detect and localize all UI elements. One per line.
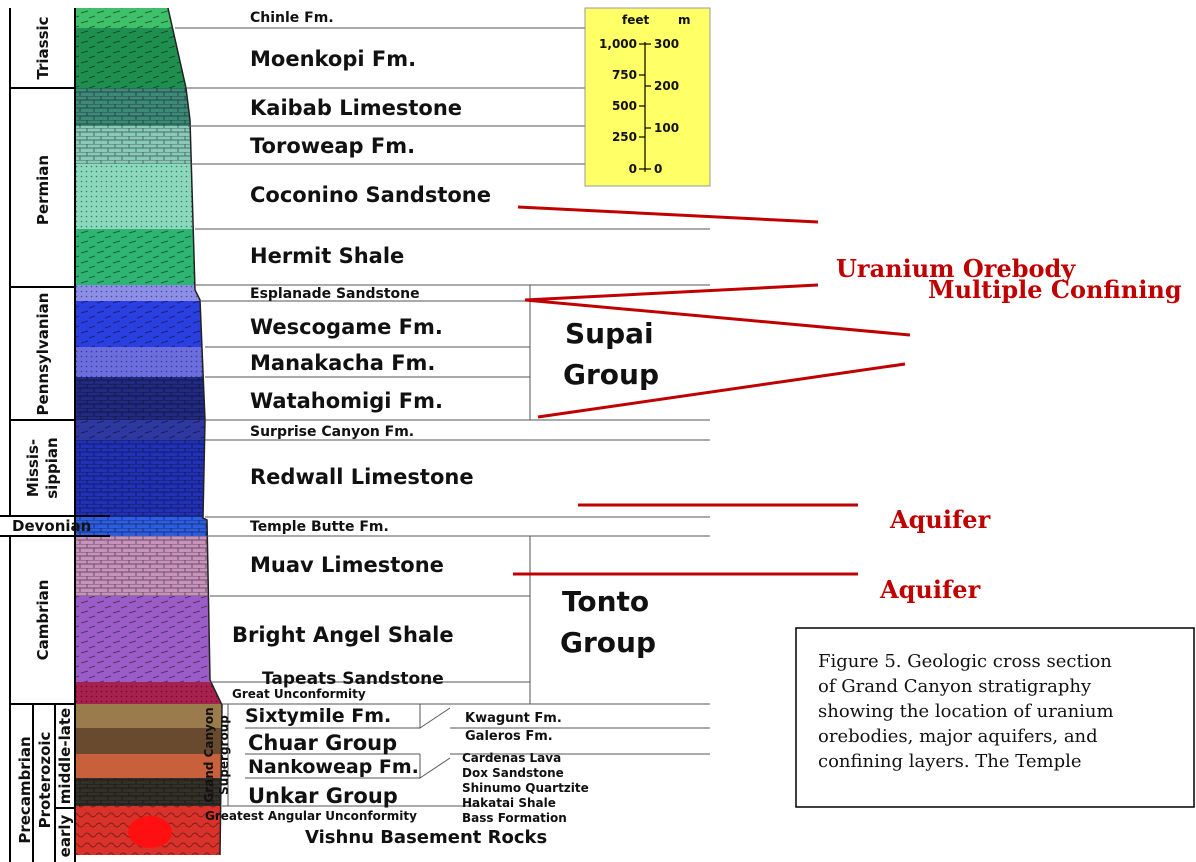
layer-sixtymile [75, 704, 222, 728]
caption-line: orebodies, major aquifers, and [818, 726, 1098, 747]
period-label-mississippian: Missis- [24, 439, 42, 497]
caption-line: of Grand Canyon stratigraphy [818, 676, 1092, 697]
subunit-label-shinumo: Shinumo Quartzite [462, 781, 589, 795]
subunit-label-galeros: Galeros Fm. [465, 729, 553, 744]
formation-boundaries [175, 27, 710, 807]
annotation-aquifer: Aquifer [889, 505, 991, 534]
layer-chuar [75, 728, 222, 754]
caption-line: showing the location of uranium [818, 701, 1114, 722]
formation-label-kaibab: Kaibab Limestone [250, 96, 462, 120]
period-label-middle-late: middle-late [56, 708, 74, 804]
formation-label-moenkopi: Moenkopi Fm. [250, 47, 416, 71]
formation-label-nankoweap: Nankoweap Fm. [248, 756, 419, 778]
caption-line: confining layers. The Temple [818, 751, 1082, 772]
formation-label-unkar: Unkar Group [248, 784, 398, 808]
formation-label-manakacha: Manakacha Fm. [250, 351, 435, 375]
period-label-cambrian: Cambrian [34, 580, 52, 661]
caption-line: Figure 5. Geologic cross section [818, 651, 1112, 672]
period-label-devonian: Devonian [12, 517, 91, 535]
formation-label-sixtymile: Sixtymile Fm. [245, 705, 391, 727]
formation-label-toroweap: Toroweap Fm. [250, 134, 415, 158]
scale-feet-tick: 250 [612, 130, 637, 144]
group-label-tonto: Tonto [562, 585, 649, 618]
formation-label-redwall: Redwall Limestone [250, 465, 474, 489]
formation-label-tapeats: Tapeats Sandstone [262, 669, 444, 689]
formation-label-wescogame: Wescogame Fm. [250, 315, 443, 339]
scale-background [584, 7, 711, 187]
period-label-pennsylvanian: Pennsylvanian [34, 293, 52, 416]
scale-m-label: m [678, 13, 691, 27]
subunit-label-kwagunt: Kwagunt Fm. [465, 711, 562, 726]
scale-m-tick: 200 [654, 79, 679, 93]
scale-feet-tick: 500 [612, 99, 637, 113]
period-label-proterozoic: Proterozoic [36, 732, 54, 829]
group-label-tonto: Group [560, 626, 656, 659]
period-label-triassic: Triassic [34, 16, 52, 79]
scale-m-tick: 0 [654, 162, 662, 176]
annotation-multiple-confining: Multiple Confining [928, 275, 1182, 304]
formation-label-chuar: Chuar Group [248, 731, 397, 755]
annotation-uranium-orebody: Uranium Orebody [836, 254, 1076, 283]
formation-label-watahomigi: Watahomigi Fm. [250, 389, 443, 413]
period-column [0, 8, 110, 862]
annotation-leaders [513, 205, 911, 576]
scale-feet-label: feet [622, 13, 649, 27]
group-label-supai: Group [563, 358, 659, 391]
figure-caption: Figure 5. Geologic cross section of Gran… [795, 627, 1195, 808]
formation-label-chinle: Chinle Fm. [250, 10, 334, 26]
rock-column [75, 8, 222, 855]
formation-label-bright-angel: Bright Angel Shale [232, 623, 454, 647]
formation-label-great-unconformity: Great Unconformity [232, 687, 366, 701]
formation-label-temple-butte: Temple Butte Fm. [250, 519, 389, 535]
formation-label-vishnu: Vishnu Basement Rocks [305, 827, 547, 848]
annotation-aquifer: Aquifer [879, 575, 981, 604]
subunit-label-hakatai: Hakatai Shale [462, 796, 556, 810]
scale-box: feet m 1,000 750 500 250 0 300 200 100 0 [584, 7, 711, 187]
group-label-grand-canyon-supergroup: Grand Canyon [202, 707, 216, 802]
formation-label-hermit: Hermit Shale [250, 244, 404, 268]
layer-nankoweap [75, 754, 222, 778]
period-label-precambrian: Precambrian [16, 736, 34, 843]
formation-label-greatest-unconformity: Greatest Angular Unconformity [205, 809, 417, 823]
period-label-permian: Permian [34, 155, 52, 225]
group-label-grand-canyon-supergroup: Supergroup [217, 715, 231, 795]
formation-label-surprise-canyon: Surprise Canyon Fm. [250, 424, 414, 440]
subunit-label-cardenas: Cardenas Lava [462, 751, 561, 765]
formation-label-muav: Muav Limestone [250, 553, 444, 577]
subunit-label-dox: Dox Sandstone [462, 766, 564, 780]
formation-label-coconino: Coconino Sandstone [250, 183, 491, 207]
period-label-mississippian: sippian [43, 437, 61, 499]
group-label-supai: Supai [565, 317, 654, 350]
scale-feet-tick: 1,000 [599, 37, 637, 51]
period-label-early: early [56, 814, 74, 857]
formation-label-esplanade: Esplanade Sandstone [250, 286, 420, 302]
scale-m-tick: 100 [654, 121, 679, 135]
scale-feet-tick: 750 [612, 68, 637, 82]
subunit-label-bass: Bass Formation [462, 811, 567, 825]
scale-feet-tick: 0 [629, 162, 637, 176]
scale-m-tick: 300 [654, 37, 679, 51]
